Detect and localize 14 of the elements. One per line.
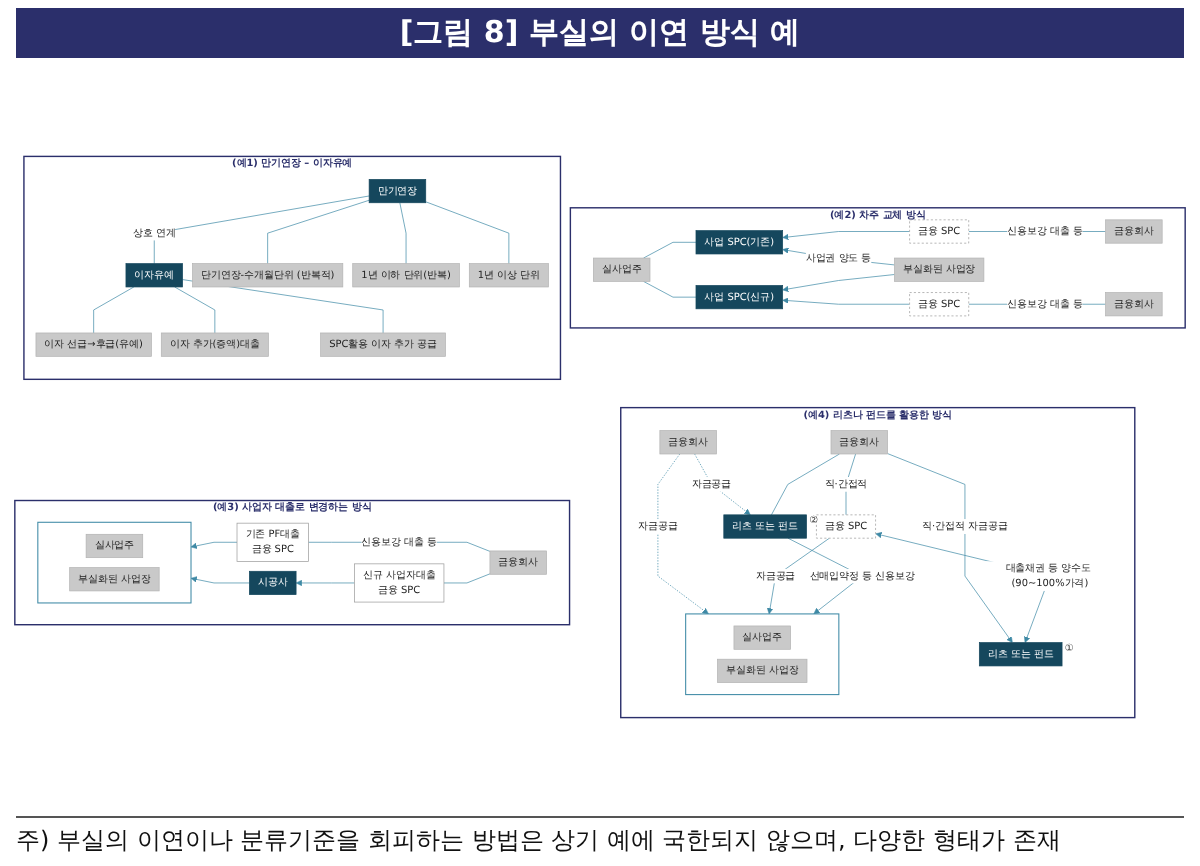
connector [153,195,370,264]
connector [399,202,407,264]
connector [267,199,370,264]
connector [174,286,216,334]
cluster [37,521,192,604]
connector [643,281,697,298]
figure-title: [그림 8] 부실의 이연 방식 예 [16,8,1184,58]
connector [443,573,491,584]
connector [643,241,697,259]
connector [771,453,840,516]
connector [93,286,135,334]
connector [425,201,510,264]
cluster [685,613,840,696]
footnote: 주) 부실의 이연이나 분류기준을 회피하는 방법은 상기 예에 국한되지 않으며, 다양한 형태가 존재 [16,816,1184,858]
